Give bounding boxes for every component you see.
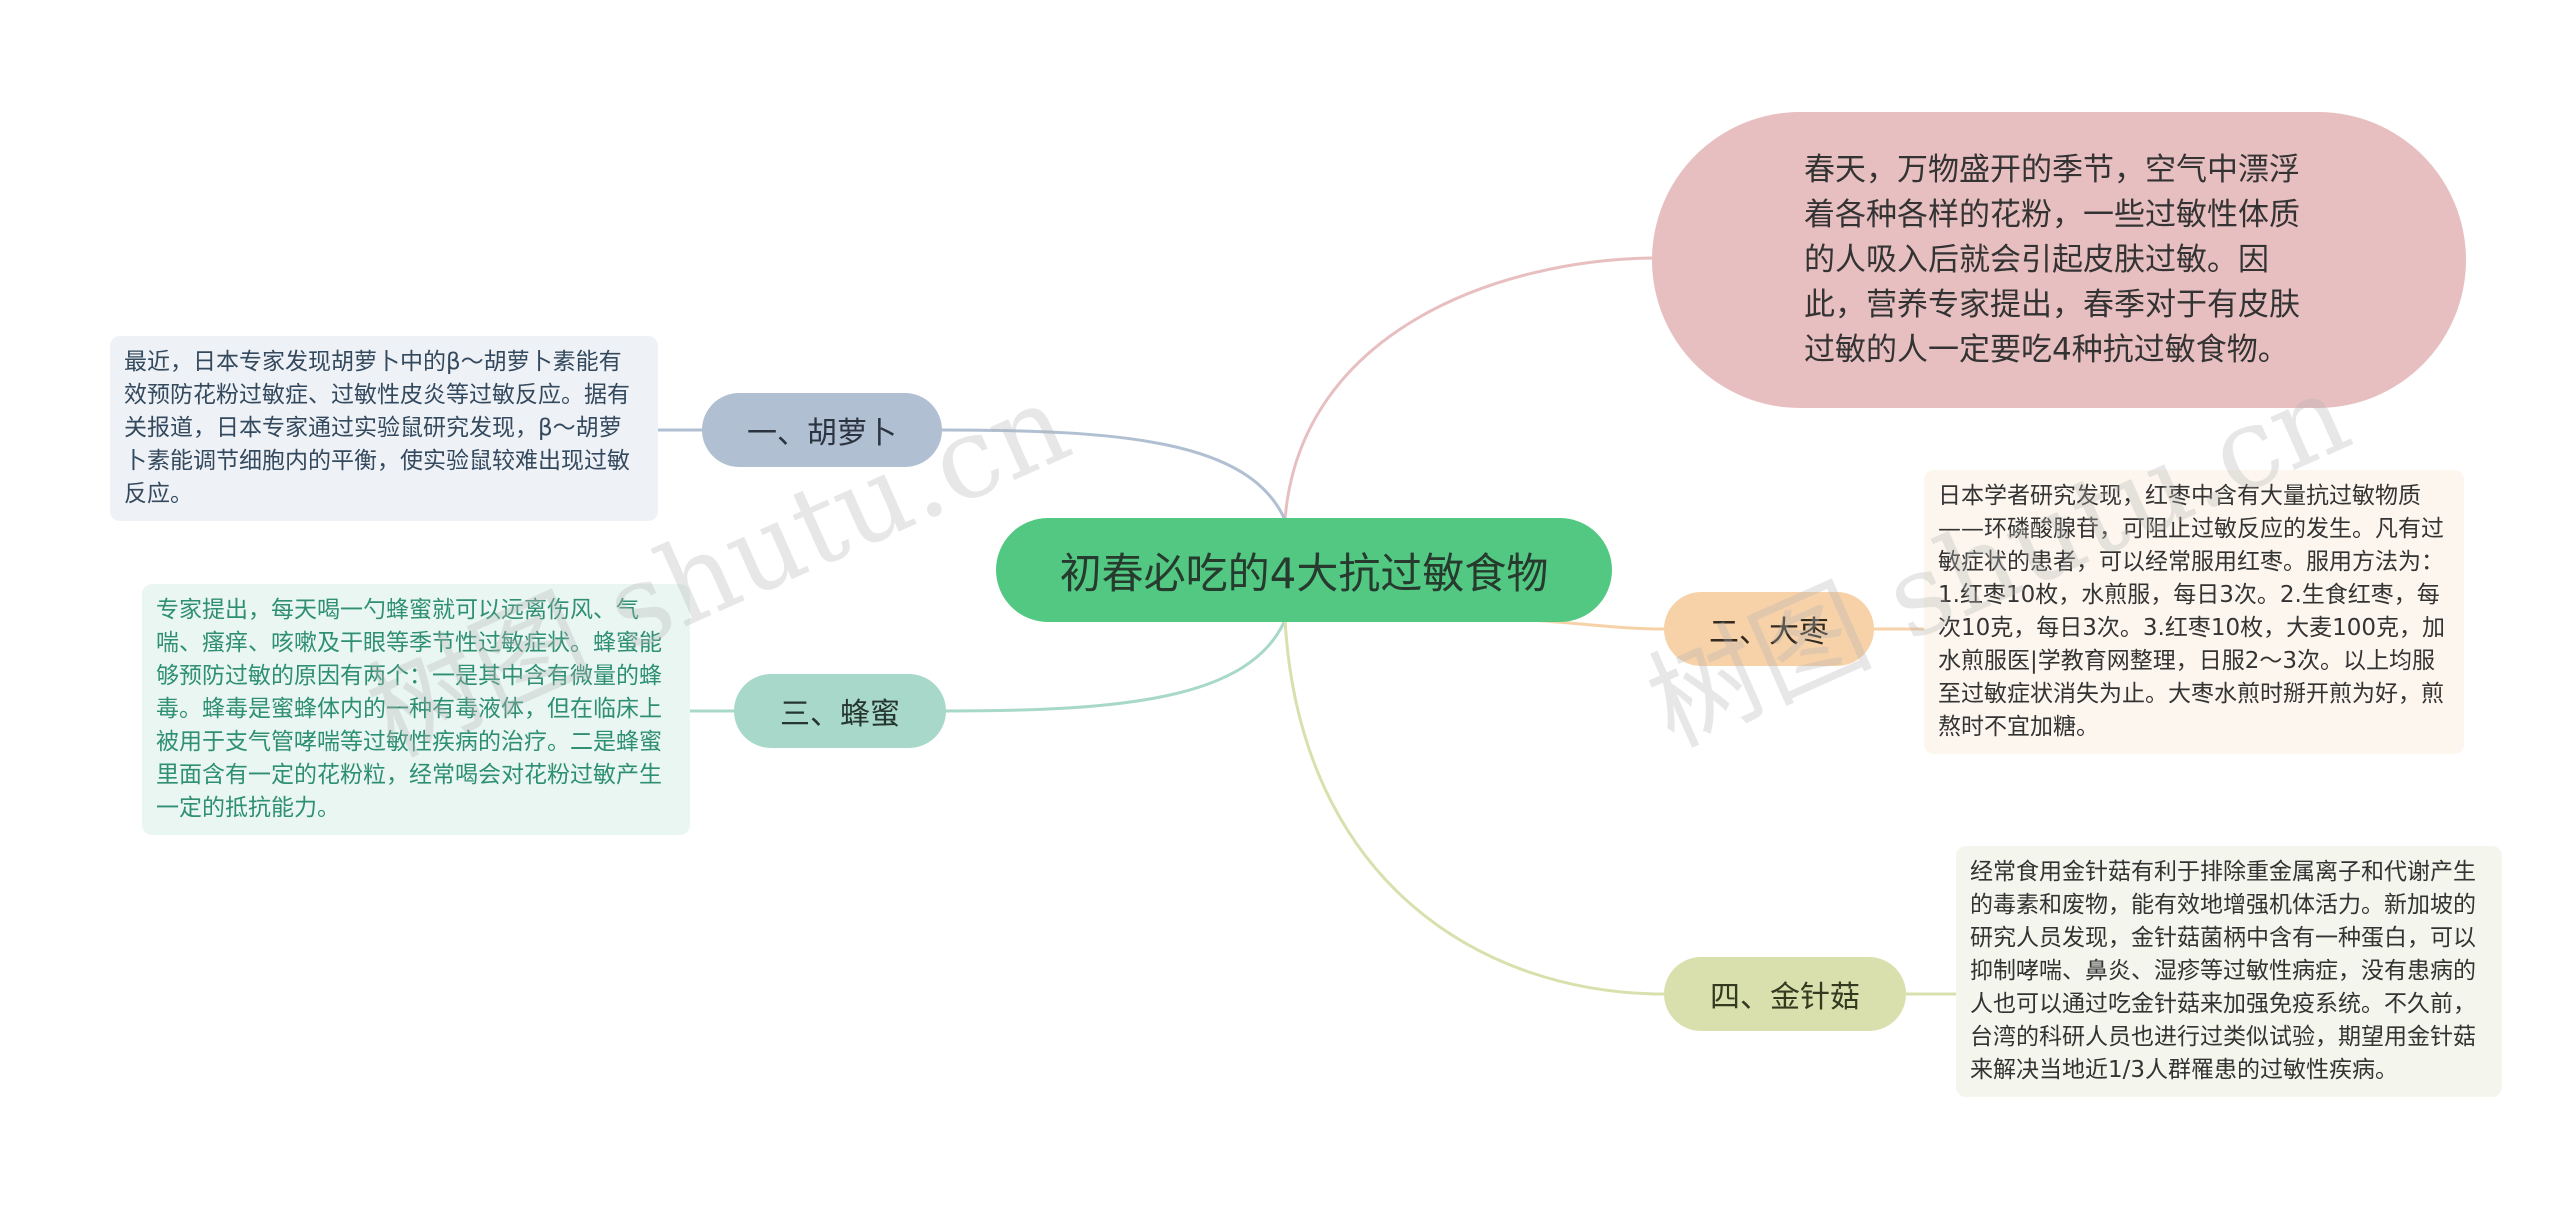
link-carrot — [941, 428, 1287, 521]
detail-honey: 专家提出，每天喝一勺蜂蜜就可以远离伤风、气喘、瘙痒、咳嗽及干眼等季节性过敏症状。… — [142, 584, 690, 835]
branch-jujube[interactable]: 二、大枣 — [1664, 592, 1874, 666]
branch-honey[interactable]: 三、蜂蜜 — [734, 674, 946, 748]
branch-carrot[interactable]: 一、胡萝卜 — [702, 393, 942, 467]
branch-honey-label: 三、蜂蜜 — [780, 697, 900, 732]
central-topic[interactable]: 初春必吃的4大抗过敏食物 — [996, 518, 1612, 622]
link-mushroom — [1283, 619, 1665, 996]
branch-mushroom-label: 四、金针菇 — [1710, 980, 1860, 1015]
detail-jujube: 日本学者研究发现，红枣中含有大量抗过敏物质——环磷酸腺苷，可阻止过敏反应的发生。… — [1924, 470, 2464, 754]
branch-mushroom[interactable]: 四、金针菇 — [1664, 957, 1906, 1031]
central-topic-label: 初春必吃的4大抗过敏食物 — [1059, 548, 1549, 598]
intro-text: 春天，万物盛开的季节，空气中漂浮着各种各样的花粉，一些过敏性体质的人吸入后就会引… — [1804, 151, 2300, 368]
branch-carrot-label: 一、胡萝卜 — [747, 416, 897, 451]
branch-jujube-label: 二、大枣 — [1709, 615, 1829, 650]
link-intro — [1283, 256, 1653, 521]
intro-node[interactable]: 春天，万物盛开的季节，空气中漂浮着各种各样的花粉，一些过敏性体质的人吸入后就会引… — [1652, 112, 2466, 408]
detail-mushroom: 经常食用金针菇有利于排除重金属离子和代谢产生的毒素和废物，能有效地增强机体活力。… — [1956, 846, 2502, 1097]
link-honey — [945, 619, 1287, 713]
detail-carrot: 最近，日本专家发现胡萝卜中的β～胡萝卜素能有效预防花粉过敏症、过敏性皮炎等过敏反… — [110, 336, 658, 521]
